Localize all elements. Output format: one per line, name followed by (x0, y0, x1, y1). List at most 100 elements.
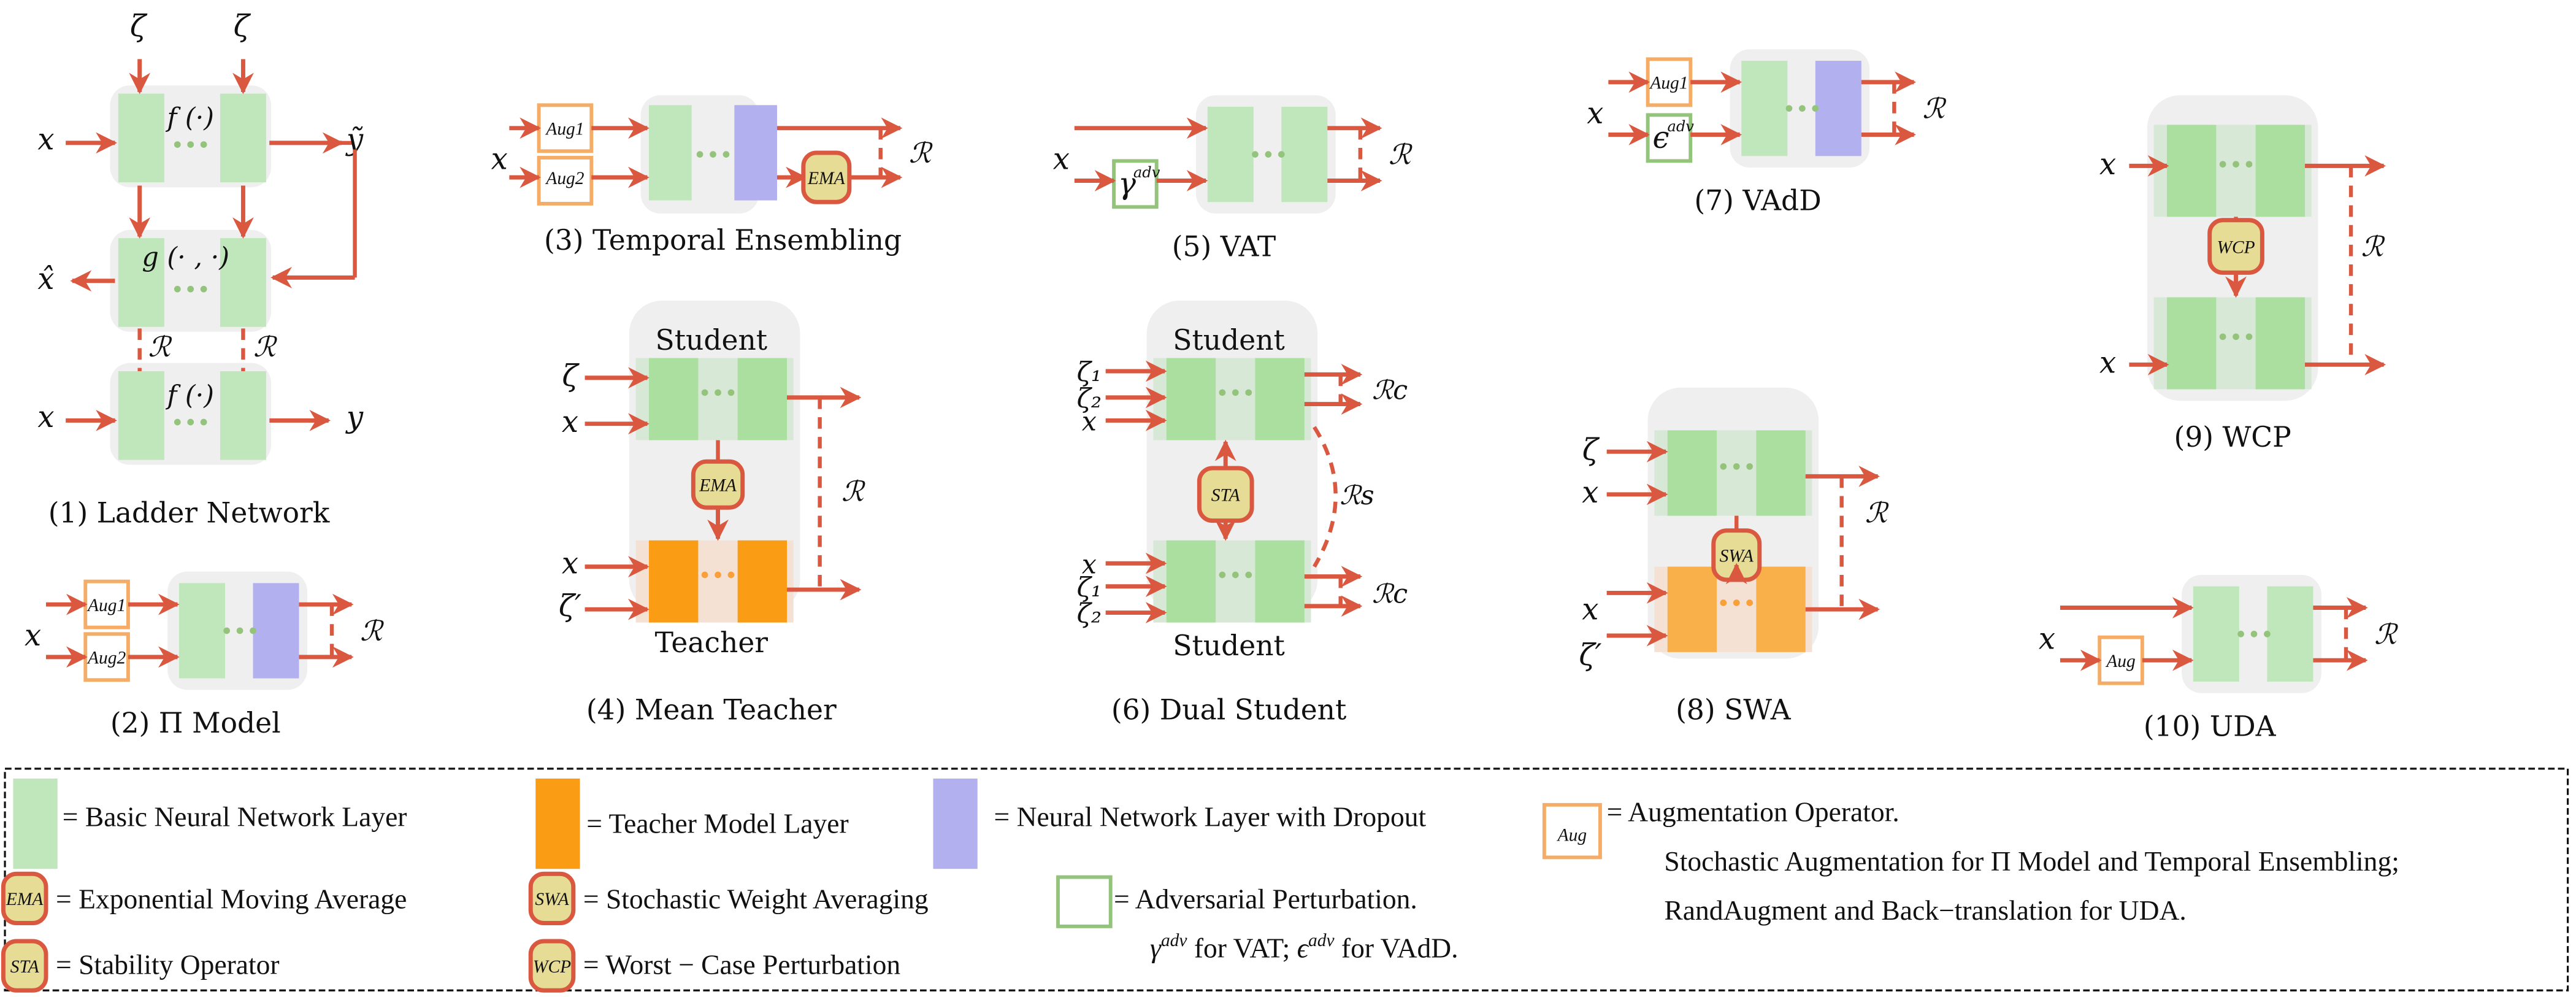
ellipsis-dot (1278, 151, 1285, 158)
zeta-label: ζ (1582, 433, 1600, 468)
network-layer (220, 93, 266, 183)
ellipsis-dot (1245, 571, 1252, 579)
legend-ema-label: EMA (6, 890, 44, 909)
swa-operator-label: SWA (1720, 547, 1754, 566)
network-layer (737, 358, 788, 441)
regularizer-label: ℛ (148, 331, 172, 363)
ellipsis-dot (701, 571, 708, 579)
regularizer-label: ℛ (2374, 618, 2398, 650)
input-x-label: x (2099, 346, 2116, 380)
input-x-label: x (2039, 622, 2055, 656)
ellipsis-dot (187, 418, 194, 426)
ellipsis-dot (715, 571, 721, 579)
ellipsis-dot (2245, 333, 2253, 341)
ellipsis-dot (200, 141, 207, 148)
dropout-layer (734, 105, 777, 201)
ellipsis-dot (174, 285, 181, 293)
ellipsis-dot (187, 141, 194, 148)
network-layer (1166, 540, 1216, 623)
ellipsis-dot (1799, 105, 1806, 112)
aug2-label: Aug2 (545, 169, 584, 188)
legend-sta-text: = Stability Operator (56, 949, 280, 980)
ellipsis-dot (1746, 463, 1754, 470)
ellipsis-dot (1219, 389, 1226, 396)
ellipsis-dot (2264, 631, 2271, 637)
network-layer (118, 93, 164, 183)
network-layer (1756, 430, 1806, 516)
ellipsis-dot (696, 151, 703, 158)
input-x-label: x (1587, 96, 1603, 131)
input-label: ζ₂ (1077, 383, 1102, 414)
input-x-label: x (2099, 147, 2116, 182)
ellipsis-dot (1232, 571, 1239, 579)
wcp-operator-label: WCP (2217, 237, 2255, 257)
aug1-label: Aug1 (545, 120, 584, 139)
legend-swa-text: = Stochastic Weight Averaging (583, 883, 929, 914)
aug1-label: Aug1 (86, 596, 126, 615)
legend-wcp-box (528, 939, 576, 993)
legend-sta-box (1, 939, 48, 993)
network-layer (649, 358, 699, 441)
encoder-f-label: f (·) (165, 380, 214, 411)
network-layer (118, 371, 164, 460)
ellipsis-dot (727, 571, 735, 579)
ellipsis-dot (200, 285, 207, 293)
perturbation-superscript: adv (1667, 118, 1694, 135)
input-x-label: x (25, 618, 41, 653)
panel-caption: (9) WCP (2174, 421, 2291, 453)
legend-wcp-text: = Worst − Case Perturbation (583, 949, 900, 980)
panel-caption: (3) Temporal Ensembling (544, 224, 902, 256)
zeta-prime-label: ζ′ (559, 589, 581, 623)
stabilization-regularizer-label: ℛs (1340, 480, 1374, 511)
student-label: Student (1173, 324, 1285, 356)
ellipsis-dot (223, 627, 230, 634)
legend-sta-label: STA (10, 957, 40, 977)
input-x-label: x (1053, 142, 1070, 177)
legend-aug-swatch (1542, 803, 1602, 860)
legend-note-part: ϵ (1297, 933, 1309, 964)
legend-basic-layer-swatch (13, 778, 58, 869)
augmentation-box (537, 156, 594, 206)
ellipsis-dot (1785, 105, 1793, 112)
ellipsis-dot (1720, 463, 1727, 470)
ellipsis-dot (2233, 333, 2239, 341)
legend-note-part: adv (1161, 931, 1187, 950)
zeta-prime-label: ζ′ (1579, 638, 1601, 672)
consistency-regularizer-label: ℛc (1372, 579, 1408, 610)
legend-dropout-layer-swatch (933, 778, 978, 869)
network-layer (2167, 297, 2217, 390)
network-layer (118, 238, 164, 327)
ellipsis-dot (1733, 463, 1740, 470)
legend-note-part: γ (1150, 933, 1162, 964)
input-x-label: x (562, 546, 578, 580)
stabilization-loss-curve (1313, 426, 1338, 568)
input-x-label: x (491, 142, 508, 177)
regularizer-label: ℛ (841, 475, 865, 508)
legend-swa-box (528, 871, 576, 926)
aug-label: Aug (2105, 652, 2135, 671)
legend-aug-symbol: Aug (1557, 826, 1587, 845)
legend-teacher-layer-swatch (535, 778, 580, 869)
panel-caption: (5) VAT (1172, 231, 1276, 263)
ellipsis-dot (701, 389, 708, 396)
legend-border (4, 768, 2569, 991)
network-layer (2255, 297, 2306, 390)
ellipsis-dot (2237, 631, 2244, 637)
ellipsis-dot (723, 151, 730, 158)
ema-operator-label: EMA (807, 169, 846, 188)
ellipsis-dot (1733, 599, 1740, 606)
ellipsis-dot (1720, 599, 1727, 606)
ellipsis-dot (2219, 161, 2226, 168)
legend-teacher-layer-text: = Teacher Model Layer (586, 807, 848, 839)
ellipsis-dot (174, 418, 181, 426)
ellipsis-dot (1252, 151, 1259, 158)
ellipsis-dot (710, 151, 716, 158)
zeta-label: ζ (562, 359, 580, 393)
legend-aug-note: Stochastic Augmentation for Π Model and … (1664, 845, 2399, 877)
encoder-f-label: f (·) (165, 102, 214, 133)
